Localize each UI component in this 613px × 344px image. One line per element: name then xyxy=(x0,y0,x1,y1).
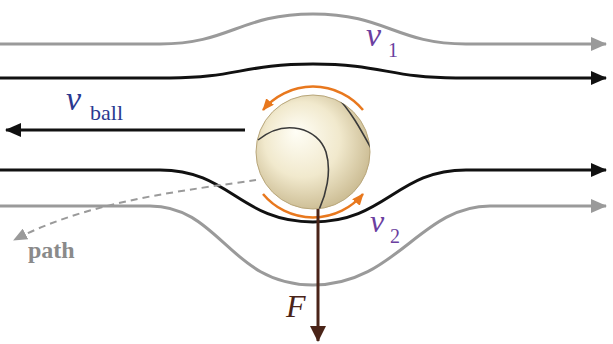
spin-arrow-top xyxy=(263,87,363,110)
force-symbol: F xyxy=(286,290,306,322)
force-arrow xyxy=(317,209,320,341)
ball-velocity-arrow xyxy=(6,129,245,132)
streamline-inner-top xyxy=(0,64,606,78)
velocity-subscript: 2 xyxy=(390,226,400,246)
streamline-outer-top xyxy=(0,14,606,44)
velocity-subscript: 1 xyxy=(388,40,398,60)
velocity-symbol: v xyxy=(370,205,384,237)
baseball xyxy=(256,95,370,209)
velocity-symbol: v xyxy=(66,82,81,116)
velocity-subscript: ball xyxy=(90,102,123,124)
velocity-symbol: v xyxy=(366,18,381,52)
spin-arrow-bottom xyxy=(263,194,363,217)
path-label: path xyxy=(28,238,75,262)
ball-seams xyxy=(258,96,372,212)
trajectory-path xyxy=(14,180,256,240)
